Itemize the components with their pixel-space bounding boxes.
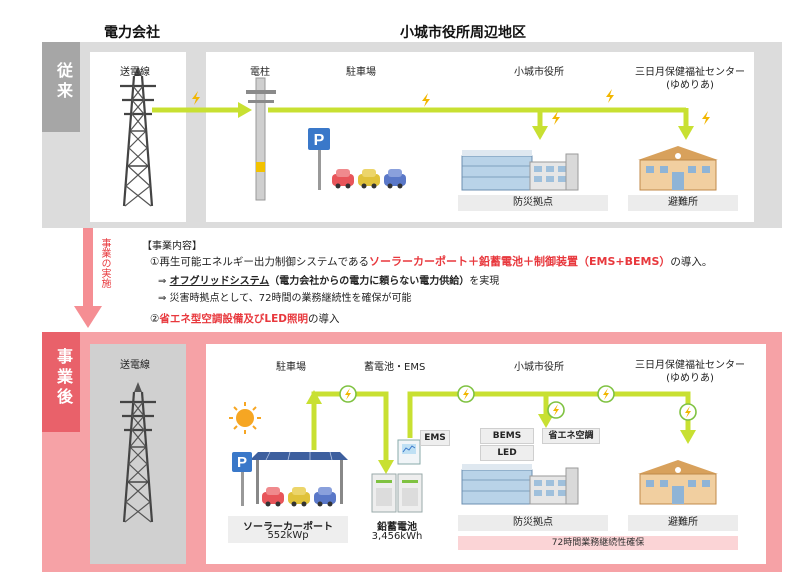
before-label-box: 従来	[42, 42, 80, 132]
before-company-panel	[90, 52, 186, 222]
ems-device-icon	[397, 439, 421, 465]
after-company-panel	[90, 344, 186, 564]
project-line-2: ⇒ オフグリッドシステム（電力会社からの電力に頼らない電力供給）を実現	[158, 272, 499, 287]
bolt-circle-icon	[457, 385, 475, 403]
before-shelter-caption: 避難所	[628, 195, 738, 211]
after-parking-label: 駐車場	[276, 362, 306, 373]
project-line-2-paren: （電力会社からの電力に頼らない電力供給）	[269, 276, 470, 287]
before-district-panel	[206, 52, 754, 222]
before-label: 従来	[54, 62, 73, 102]
offgrid-system-term: オフグリッドシステム	[169, 276, 270, 287]
after-transmission-line-label: 送電線	[120, 360, 150, 371]
after-city-hall-icon	[461, 463, 579, 505]
before-cars-icon	[332, 169, 406, 189]
bolt-circle-icon	[547, 401, 565, 419]
battery-label: 鉛蓄電池	[377, 522, 417, 533]
bolt-circle-icon	[339, 385, 357, 403]
after-parking-sign-icon	[232, 452, 252, 506]
project-line-2-suffix: を実現	[469, 276, 500, 287]
after-pylon-icon	[118, 380, 158, 524]
after-parking-sign-letter: P	[237, 454, 247, 471]
after-health-center-sublabel: (ゆめりあ)	[666, 373, 714, 384]
project-line-4-suffix: の導入	[308, 313, 340, 325]
before-parking-sign-letter: P	[314, 132, 325, 149]
after-label: 事業後	[54, 348, 73, 408]
before-transmission-line-label: 送電線	[120, 67, 150, 78]
before-parking-label: 駐車場	[346, 67, 376, 78]
district-header: 小城市役所周辺地区	[400, 25, 526, 41]
bolt-circle-icon	[679, 403, 697, 421]
project-line-1-highlight: ソーラーカーポート＋鉛蓄電池＋制御装置（EMS+BEMS）	[369, 255, 671, 268]
before-city-hall-label: 小城市役所	[514, 67, 564, 78]
before-city-hall-icon	[461, 149, 579, 191]
utility-pole-label: 電柱	[250, 67, 270, 78]
battery-capacity-label: 3,456kWh	[371, 531, 423, 542]
transition-arrow	[74, 228, 102, 328]
before-pylon-icon	[118, 64, 158, 208]
aircon-tag: 省エネ空調	[542, 428, 600, 444]
after-city-hall-label: 小城市役所	[514, 362, 564, 373]
project-line-3: ⇒ 災害時拠点として、72時間の業務継続性を確保が可能	[158, 293, 412, 304]
bolt-icon	[192, 91, 200, 105]
utility-pole-icon	[246, 77, 276, 201]
before-health-center-sublabel: (ゆめりあ)	[666, 80, 714, 91]
project-line-4-highlight: 省エネ型空調設備及びLED照明	[159, 313, 309, 325]
project-line-4: ②省エネ型空調設備及びLED照明の導入	[150, 311, 340, 326]
bolt-icon	[552, 111, 560, 125]
continuity-strip: 72時間業務継続性確保	[458, 536, 738, 550]
bems-tag: BEMS	[480, 428, 534, 444]
after-health-center-label: 三日月保健福祉センター	[635, 360, 745, 371]
before-disaster-base-caption: 防災拠点	[458, 195, 608, 211]
solar-capacity-label: 552kWp	[228, 530, 348, 543]
bolt-circle-icon	[597, 385, 615, 403]
solar-carport-label: ソーラーカーポート	[228, 516, 348, 533]
bolt-icon	[702, 111, 710, 125]
before-flow-arrows	[152, 102, 694, 140]
battery-icon	[371, 473, 423, 513]
project-line-1-prefix: ①再生可能エネルギー出力制御システムである	[150, 256, 369, 268]
ems-tag: EMS	[420, 430, 450, 446]
after-disaster-base-caption: 防災拠点	[458, 515, 608, 531]
project-heading: 【事業内容】	[142, 241, 202, 252]
after-flow-arrowheads	[306, 390, 696, 474]
bolt-icon	[606, 89, 614, 103]
project-line-1: ①再生可能エネルギー出力制御システムであるソーラーカーポート＋鉛蓄電池＋制御装置…	[150, 253, 712, 269]
bolt-icon	[422, 93, 430, 107]
project-line-2-arrow: ⇒	[158, 276, 167, 287]
before-parking-sign-icon	[308, 128, 330, 190]
led-tag: LED	[480, 445, 534, 461]
after-label-box: 事業後	[42, 332, 80, 432]
solar-carport-icon	[250, 451, 348, 504]
transition-label: 事業の実施	[99, 238, 110, 288]
before-health-center-icon	[637, 145, 719, 191]
after-health-center-icon	[637, 459, 719, 505]
after-shelter-caption: 避難所	[628, 515, 738, 531]
power-company-header: 電力会社	[104, 25, 160, 41]
project-line-4-prefix: ②	[150, 313, 160, 325]
battery-ems-label: 蓄電池・EMS	[364, 362, 426, 373]
project-line-1-suffix: の導入。	[670, 256, 713, 268]
after-cars-icon	[262, 487, 336, 507]
before-health-center-label: 三日月保健福祉センター	[635, 67, 745, 78]
sun-icon	[229, 402, 261, 434]
